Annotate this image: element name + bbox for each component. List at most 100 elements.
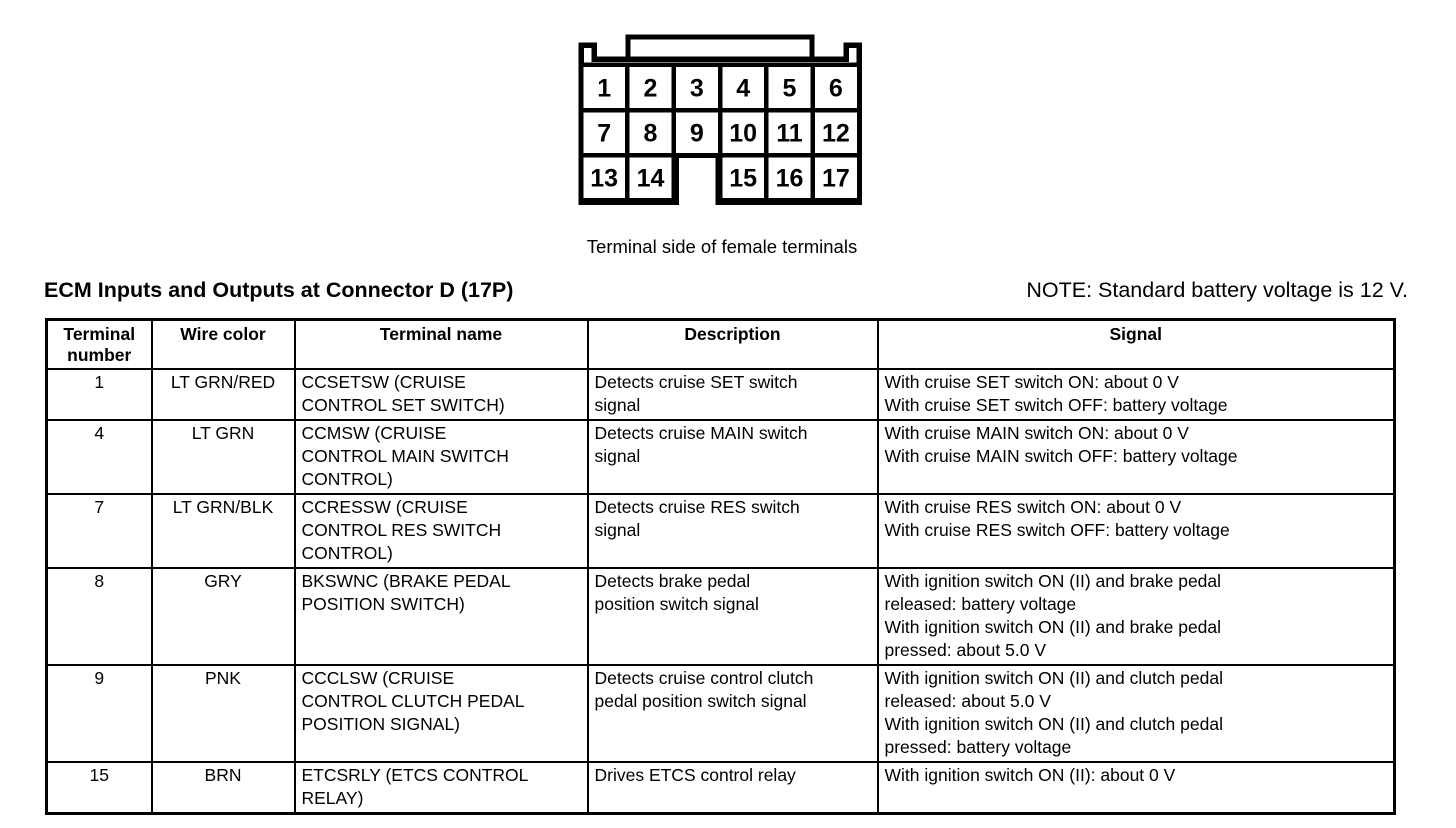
terminal-number: 14 xyxy=(637,165,665,193)
text-line: With ignition switch ON (II): about 0 V xyxy=(884,765,1176,785)
cell-wire-color: LT GRN xyxy=(150,419,296,495)
terminal-number: 12 xyxy=(822,120,850,148)
text-line: With ignition switch ON (II) and clutch … xyxy=(884,714,1223,734)
text-line: CCMSW (CRUISE xyxy=(301,423,447,443)
terminal-number: 8 xyxy=(644,120,658,148)
terminal-number: 10 xyxy=(729,120,757,148)
text-line: CCCLSW (CRUISE xyxy=(301,668,455,688)
terminal-cell xyxy=(717,62,769,113)
cell-terminal-number: 1 xyxy=(45,368,153,421)
cell-terminal-number: 4 xyxy=(45,419,153,495)
terminal-number: 2 xyxy=(644,74,658,102)
text-line: With ignition switch ON (II) and clutch … xyxy=(884,668,1223,688)
terminal-number: 9 xyxy=(690,120,704,148)
terminal-cell xyxy=(810,107,862,158)
header-row: Terminal number Wire color Terminal name… xyxy=(45,318,1396,370)
cell-signal: With cruise MAIN switch ON: about 0 V Wit… xyxy=(876,419,1396,495)
battery-voltage-note: NOTE: Standard battery voltage is 12 V. xyxy=(1026,278,1408,302)
text-line: POSITION SIGNAL) xyxy=(301,714,461,734)
cell-wire-color: BRN xyxy=(150,761,296,815)
terminal-cell xyxy=(810,152,862,203)
terminal-number: 5 xyxy=(783,74,797,102)
cell-terminal-number: 8 xyxy=(45,567,153,666)
text-line: With cruise RES switch OFF: battery volt… xyxy=(884,520,1230,540)
text-line: Detects cruise MAIN switch xyxy=(594,423,808,443)
text-line: CONTROL) xyxy=(301,543,393,563)
cell-terminal-number: 7 xyxy=(45,493,153,569)
text-line: RELAY) xyxy=(301,788,364,808)
text-line: Detects cruise SET switch xyxy=(594,372,798,392)
column-header-terminal-number: Terminal number xyxy=(45,318,153,370)
terminal-number: 16 xyxy=(776,165,804,193)
text-line: signal xyxy=(594,395,641,415)
text-line: pressed: battery voltage xyxy=(884,737,1072,757)
text-line: signal xyxy=(594,446,641,466)
text-line: Detects brake pedal xyxy=(594,571,751,591)
text-line: CONTROL RES SWITCH xyxy=(301,520,502,540)
cell-terminal-number: 9 xyxy=(45,664,153,763)
terminal-number: 3 xyxy=(690,74,704,102)
text-line: With cruise SET switch OFF: battery volt… xyxy=(884,395,1228,415)
column-header-terminal-name: Terminal name xyxy=(293,318,589,370)
headline-row: ECM Inputs and Outputs at Connector D (1… xyxy=(44,278,1408,303)
text-line: With ignition switch ON (II) and brake p… xyxy=(884,617,1222,637)
cell-signal: With ignition switch ON (II): about 0 V xyxy=(876,761,1396,815)
text-line: Drives ETCS control relay xyxy=(594,765,796,785)
text-line: With cruise MAIN switch OFF: battery vol… xyxy=(884,446,1238,466)
cell-signal: With ignition switch ON (II) and clutch … xyxy=(876,664,1396,763)
text-line: With cruise SET switch ON: about 0 V xyxy=(884,372,1179,392)
cell-terminal-name: CCRESSW (CRUISE CONTROL RES SWITCH CONTROL… xyxy=(293,493,589,569)
text-line: BKSWNC (BRAKE PEDAL xyxy=(301,571,511,591)
text-line: CONTROL MAIN SWITCH xyxy=(301,446,509,466)
text-line: pedal position switch signal xyxy=(594,691,807,711)
text-line: ETCSRLY (ETCS CONTROL xyxy=(301,765,529,785)
text-line: pressed: about 5.0 V xyxy=(884,640,1047,660)
cell-description: Detects cruise MAIN switch signal xyxy=(586,419,879,495)
text-line: CCRESSW (CRUISE xyxy=(301,497,468,517)
text-line: released: about 5.0 V xyxy=(884,691,1051,711)
cell-wire-color: GRY xyxy=(150,567,296,666)
text-line: With ignition switch ON (II) and brake p… xyxy=(884,571,1222,591)
terminal-cell xyxy=(625,152,676,203)
text-line: With cruise MAIN switch ON: about 0 V xyxy=(884,423,1189,443)
column-header-signal: Signal xyxy=(876,318,1396,370)
cell-wire-color: LT GRN/BLK xyxy=(150,493,296,569)
connector-caption: Terminal side of female terminals xyxy=(586,236,858,257)
text-line: CONTROL) xyxy=(301,469,393,489)
terminal-number: 13 xyxy=(590,165,618,193)
text-line: signal xyxy=(594,520,641,540)
column-header-wire-color: Wire color xyxy=(150,318,296,370)
terminal-number: 1 xyxy=(597,74,611,102)
cell-description: Detects cruise SET switch signal xyxy=(586,368,879,421)
cell-terminal-name: CCCLSW (CRUISE CONTROL CLUTCH PEDAL POSITI… xyxy=(293,664,589,763)
cell-description: Drives ETCS control relay xyxy=(586,761,879,815)
page-title: ECM Inputs and Outputs at Connector D (1… xyxy=(44,278,514,302)
cell-terminal-name: ETCSRLY (ETCS CONTROL RELAY) xyxy=(293,761,589,815)
ecm-io-table: Terminal number Wire color Terminal name… xyxy=(45,318,1396,815)
text-line: CCSETSW (CRUISE xyxy=(301,372,466,392)
text-line: position switch signal xyxy=(594,594,759,614)
terminal-number: 6 xyxy=(829,74,843,102)
cell-terminal-name: CCMSW (CRUISE CONTROL MAIN SWITCH CONTROL) xyxy=(293,419,589,495)
terminal-number: 17 xyxy=(822,165,850,193)
terminal-number: 15 xyxy=(729,165,757,193)
terminal-number: 11 xyxy=(776,120,803,148)
cell-wire-color: PNK xyxy=(150,664,296,763)
terminal-number: 7 xyxy=(597,120,611,148)
cell-signal: With ignition switch ON (II) and brake p… xyxy=(876,567,1396,666)
text-line: released: battery voltage xyxy=(884,594,1077,614)
text-line: CONTROL CLUTCH PEDAL xyxy=(301,691,525,711)
